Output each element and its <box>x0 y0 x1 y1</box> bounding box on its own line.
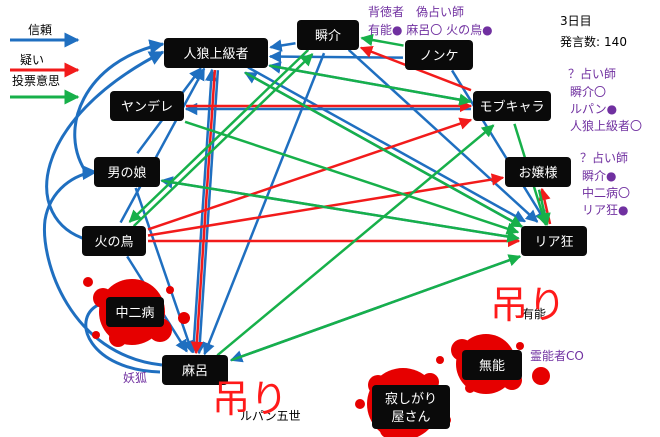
day-label: 3日目 <box>560 14 592 28</box>
edge-vote-otoko-riajuu <box>161 179 520 243</box>
maro-role-note: 妖狐 <box>123 371 147 385</box>
node-ojousama-label: お嬢様 <box>518 166 557 181</box>
node-chuuni-label: 中二病 <box>115 306 154 321</box>
edge-maro-chuuni-curve <box>84 303 161 374</box>
legend-trust-label: 信頼 <box>28 23 52 37</box>
lupin-partial-label: ルパン五世 <box>240 409 301 423</box>
ojou-result-3: リア狂● <box>582 203 628 217</box>
legend-doubt-label: 疑い <box>20 52 44 67</box>
edge-vote-nonke-shunsuke <box>360 33 404 47</box>
node-mobu: モブキャラ <box>473 91 551 121</box>
node-shunsuke: 瞬介 <box>297 20 359 50</box>
edge-vote-ojousama-riajuu <box>537 189 551 226</box>
node-chuuni: 中二病 <box>106 297 164 327</box>
node-riajuu: リア狂 <box>521 226 587 256</box>
yuunou-partial-label: 有能 <box>522 307 546 321</box>
node-maro-label: 麻呂 <box>182 364 208 379</box>
edge-hinotori-jinrou-curve <box>45 50 165 242</box>
edge-vote-shunsuke-hinotori <box>128 48 310 223</box>
node-jinrou: 人狼上級者 <box>164 38 268 68</box>
edge-trust-shunsuke-riajuu <box>347 48 539 223</box>
edge-trust-hinotori-jinrou <box>119 67 206 224</box>
mobu-result-2: ルパン● <box>570 102 617 116</box>
edges-layer <box>119 33 552 363</box>
edge-trust-jinrou-maro <box>193 70 220 355</box>
node-hinotori: 火の鳥 <box>82 226 146 256</box>
node-shunsuke-label: 瞬介 <box>315 29 341 44</box>
node-riajuu-label: リア狂 <box>534 235 573 250</box>
edge-vote-yandere-riajuu <box>184 120 520 235</box>
edge-vote-maro-riajuu <box>230 254 522 362</box>
curved-trust-edges <box>42 39 165 374</box>
edge-vote-maro-mobu <box>216 124 495 357</box>
node-mobu-label: モブキャラ <box>479 99 544 115</box>
speech-count-value: 140 <box>604 35 627 49</box>
edge-vote-jinrou-mobu <box>269 64 472 106</box>
node-hinotori-label: 火の鳥 <box>94 235 133 250</box>
shunsuke-result-note: 有能● 麻呂〇 火の鳥● <box>368 22 493 37</box>
speech-count-label: 発言数: <box>560 34 600 49</box>
speech-count: 発言数: 140 <box>560 34 627 49</box>
shunsuke-role-note: 背徳者 偽占い師 <box>368 4 464 19</box>
node-nonke: ノンケ <box>405 40 473 70</box>
node-otoko: 男の娘 <box>94 157 160 187</box>
node-munou: 無能 <box>462 350 522 380</box>
legend: 信頼 疑い 投票意思 <box>10 23 80 105</box>
ojou-result-2: 中二病〇 <box>582 185 630 200</box>
node-yandere-label: ヤンデレ <box>121 99 173 115</box>
edge-maro-otoko-curve <box>42 165 163 367</box>
hang-mark-lupin: 吊り <box>212 377 288 421</box>
hang-mark-yuunou: 吊り <box>490 283 566 327</box>
edge-doubt-hinotori-mobu <box>147 117 473 231</box>
ojou-result-1: 瞬介● <box>582 169 616 183</box>
mobu-seer-title: ？占い師 <box>568 66 616 81</box>
edge-vote-jinrou-riajuu <box>244 71 524 228</box>
edge-doubt-jinrou-maro <box>190 69 217 355</box>
edge-trust-nonke-jinrou <box>268 50 403 63</box>
node-otoko-label: 男の娘 <box>107 166 146 181</box>
node-jinrou-label: 人狼上級者 <box>183 47 248 62</box>
mobu-result-1: 瞬介〇 <box>570 85 606 99</box>
ojou-seer-title: ？占い師 <box>580 150 628 165</box>
edge-vote-hinotori-shunsuke <box>132 53 314 228</box>
node-ojousama: お嬢様 <box>505 157 571 187</box>
node-sabishi: 寂しがり 屋さん <box>372 385 450 429</box>
node-sabishi-label-2: 屋さん <box>391 410 430 425</box>
edge-trust-jinrou-riajuu <box>247 66 526 223</box>
node-nonke-label: ノンケ <box>419 49 458 64</box>
node-maro: 麻呂 <box>162 355 228 385</box>
legend-vote-label: 投票意思 <box>12 73 60 88</box>
node-yandere: ヤンデレ <box>110 91 184 121</box>
node-sabishi-label-1: 寂しがり <box>385 391 437 407</box>
edge-trust-shunsuke-maro <box>202 52 326 356</box>
edge-trust-shunsuke-jinrou <box>269 39 296 52</box>
node-munou-label: 無能 <box>479 359 505 374</box>
munou-role-note: 霊能者CO <box>530 349 584 363</box>
edge-otoko-jinrou-curve <box>73 39 165 176</box>
mobu-result-3: 人狼上級者〇 <box>570 118 642 133</box>
